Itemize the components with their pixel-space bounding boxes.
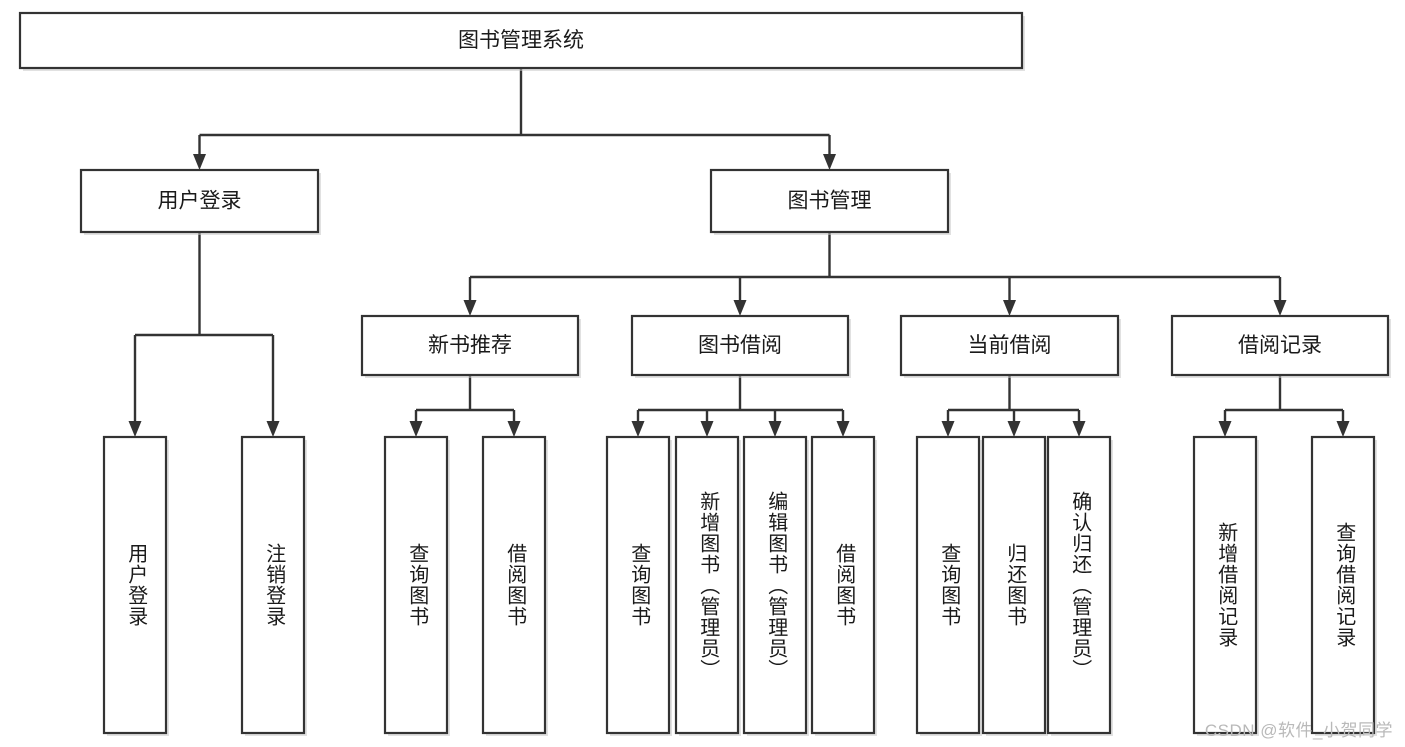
node-rect[interactable] [1170, 314, 1390, 377]
arrowhead-borrow-record [1273, 300, 1287, 316]
node-rect[interactable] [981, 435, 1047, 735]
node-book-manage[interactable] [709, 168, 951, 235]
arrowhead-book-borrow [733, 300, 747, 316]
node-leaf-query-borrow-record[interactable] [1310, 435, 1377, 736]
node-rect[interactable] [915, 435, 981, 735]
arrowhead-leaf-query-borrow-record [1336, 421, 1350, 437]
node-rect[interactable] [240, 435, 306, 735]
arrowhead-leaf-confirm-return-admin [1072, 421, 1086, 437]
node-rect[interactable] [742, 435, 808, 735]
node-label-current-borrow: 当前借阅 [968, 334, 1052, 357]
node-rect[interactable] [810, 435, 876, 735]
node-rect[interactable] [1310, 435, 1376, 735]
node-borrow-record[interactable] [1170, 314, 1391, 378]
arrowhead-leaf-add-book-admin [700, 421, 714, 437]
node-rect[interactable] [102, 435, 168, 735]
node-rect[interactable] [1192, 435, 1258, 735]
node-label-new-book-recommend: 新书推荐 [428, 334, 512, 357]
node-leaf-query-book-borrow[interactable] [605, 435, 672, 736]
arrowhead-leaf-add-borrow-record [1218, 421, 1232, 437]
node-rect[interactable] [709, 168, 950, 234]
node-leaf-edit-book-admin[interactable] [742, 435, 809, 736]
arrowhead-book-manage [823, 154, 836, 170]
node-current-borrow[interactable] [899, 314, 1121, 378]
node-rect[interactable] [79, 168, 320, 234]
arrowhead-current-borrow [1003, 300, 1016, 316]
arrowhead-leaf-query-book-recommend [409, 421, 423, 437]
node-label-root: 图书管理系统 [458, 29, 584, 52]
node-rect[interactable] [1046, 435, 1112, 735]
node-new-book-recommend[interactable] [360, 314, 581, 378]
node-leaf-logout[interactable] [240, 435, 307, 736]
arrowhead-leaf-edit-book-admin [768, 421, 782, 437]
node-label-book-borrow: 图书借阅 [698, 334, 782, 357]
connector-layer [128, 68, 1350, 437]
csdn-watermark: CSDN @软件_小贺同学 [1204, 721, 1393, 740]
node-rect[interactable] [18, 11, 1024, 70]
node-leaf-borrow-book[interactable] [810, 435, 877, 736]
node-rect[interactable] [383, 435, 449, 735]
node-leaf-query-book-current[interactable] [915, 435, 982, 736]
node-rect[interactable] [899, 314, 1120, 377]
node-leaf-user-login[interactable] [102, 435, 169, 736]
arrowhead-user-login [193, 154, 206, 170]
node-rect[interactable] [481, 435, 547, 735]
node-leaf-confirm-return-admin[interactable] [1046, 435, 1113, 736]
node-leaf-borrow-book-recommend[interactable] [481, 435, 548, 736]
node-leaf-query-book-recommend[interactable] [383, 435, 450, 736]
arrowhead-leaf-logout [266, 421, 280, 437]
node-leaf-add-borrow-record[interactable] [1192, 435, 1259, 736]
node-box-layer [18, 11, 1391, 736]
arrowhead-new-book-recommend [463, 300, 477, 316]
node-rect[interactable] [605, 435, 671, 735]
node-label-user-login: 用户登录 [158, 190, 242, 213]
node-book-borrow[interactable] [630, 314, 851, 378]
arrowhead-leaf-query-book-borrow [631, 421, 645, 437]
node-label-borrow-record: 借阅记录 [1238, 334, 1322, 357]
arrowhead-leaf-user-login [128, 421, 142, 437]
node-rect[interactable] [630, 314, 850, 377]
node-user-login[interactable] [79, 168, 321, 235]
node-label-book-manage: 图书管理 [788, 190, 872, 213]
arrowhead-leaf-borrow-book-recommend [507, 421, 521, 437]
arrowhead-leaf-query-book-current [941, 421, 955, 437]
node-leaf-return-book[interactable] [981, 435, 1048, 736]
node-rect[interactable] [674, 435, 740, 735]
arrowhead-leaf-borrow-book [836, 421, 850, 437]
arrowhead-leaf-return-book [1007, 421, 1021, 437]
node-leaf-add-book-admin[interactable] [674, 435, 741, 736]
node-rect[interactable] [360, 314, 580, 377]
node-root[interactable] [18, 11, 1025, 71]
